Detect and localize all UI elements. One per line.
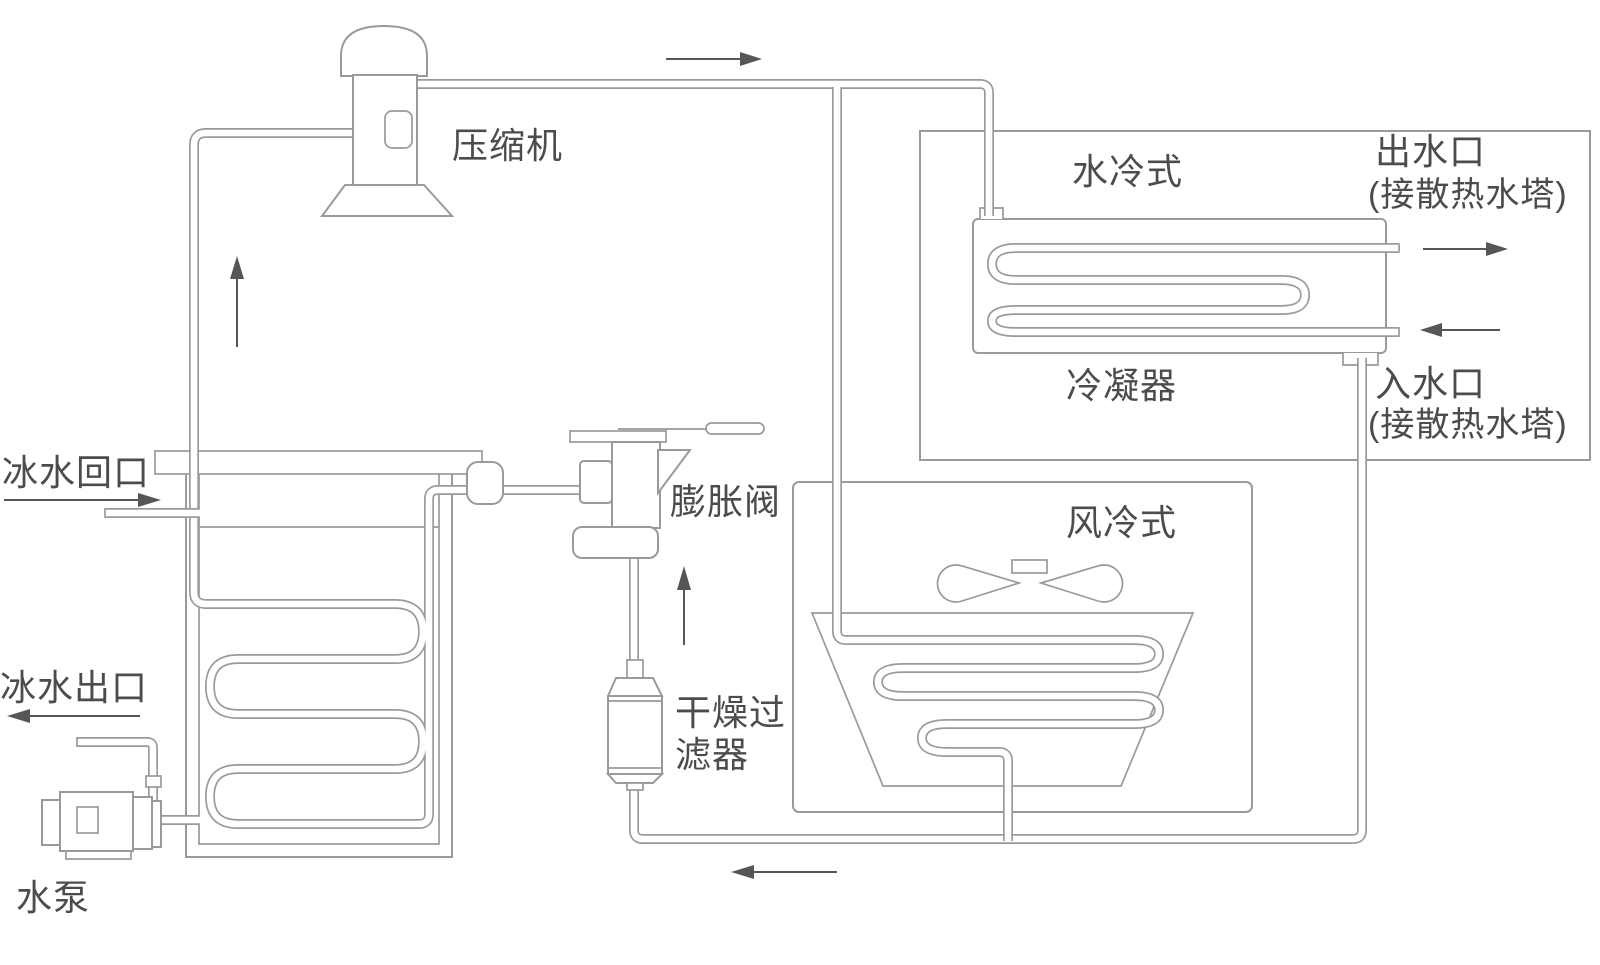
label-water-outlet: 出水口: [1375, 131, 1487, 172]
pump-discharge-pipe: [77, 737, 153, 800]
label-air-cooled: 风冷式: [1066, 502, 1178, 543]
label-drier-filter-line1: 干燥过: [675, 692, 787, 733]
label-expansion-valve: 膨胀阀: [670, 481, 782, 522]
label-condenser: 冷凝器: [1066, 365, 1178, 406]
expansion-valve: [466, 422, 765, 559]
label-water-cooled: 水冷式: [1072, 151, 1184, 192]
flow-arrow-chilled-return-right-icon: [4, 493, 161, 507]
label-water-inlet: 入水口: [1375, 363, 1487, 404]
compressor: [320, 24, 455, 217]
air-cooled-section-box: [792, 481, 1253, 813]
label-water-pump: 水泵: [16, 877, 91, 918]
flow-arrow-riser-up-icon: [230, 256, 244, 347]
drier-filter: [605, 659, 665, 791]
condenser-water-coil: [992, 243, 1399, 337]
label-chilled-water-return: 冰水回口: [2, 452, 151, 493]
evaporator-tank: [154, 450, 483, 858]
label-water-inlet-note: (接散热水塔): [1368, 406, 1568, 444]
flow-arrow-chilled-out-left-icon: [7, 709, 140, 723]
water-pump: [41, 775, 162, 860]
evaporator-coil-and-suction-pipe: [194, 133, 590, 824]
fan-icon: [936, 559, 1124, 603]
flow-arrow-water-inlet-left-icon: [1420, 323, 1500, 337]
flow-arrow-bottom-left-icon: [731, 865, 837, 879]
label-compressor: 压缩机: [452, 125, 564, 166]
flow-arrow-water-outlet-right-icon: [1423, 242, 1508, 256]
condenser-shell: [972, 207, 1387, 366]
label-drier-filter-line2: 滤器: [675, 734, 750, 775]
flow-arrow-valve-up-icon: [677, 566, 691, 645]
label-water-outlet-note: (接散热水塔): [1368, 176, 1568, 214]
chilled-water-return-stub: [105, 508, 200, 518]
water-cooled-section-box: [919, 130, 1591, 461]
flow-arrow-discharge-right-icon: [666, 52, 762, 66]
label-chilled-water-out: 冰水出口: [0, 667, 149, 708]
